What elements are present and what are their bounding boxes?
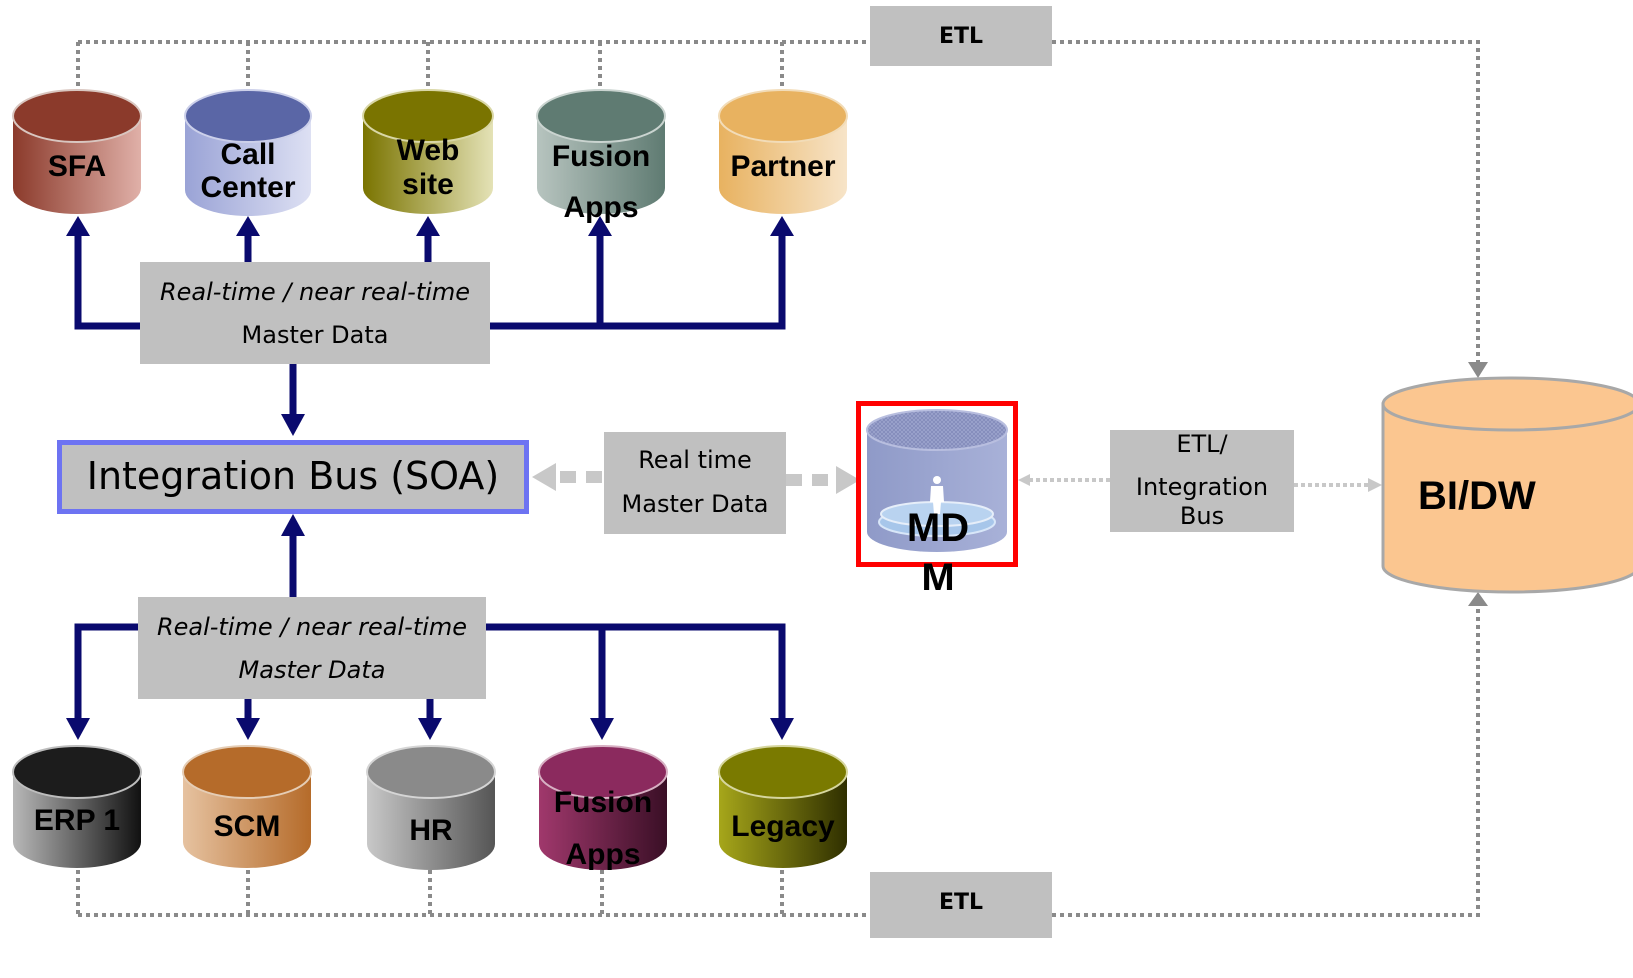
top-realtime-line2: Master Data	[241, 321, 389, 349]
realtime-dashed-arrows	[560, 471, 838, 486]
website-database: Web site	[362, 88, 494, 216]
website-label-line1: Web	[396, 134, 460, 167]
call-center-label-line2: Center	[200, 171, 296, 204]
legacy-database: Legacy	[718, 744, 848, 870]
bidw-label: BI/DW	[1418, 474, 1536, 518]
erp1-database: ERP 1	[12, 744, 142, 870]
bottom-distribution-arrows	[74, 536, 786, 720]
top-arrowheads	[66, 216, 794, 436]
top-realtime-line1: Real-time / near real-time	[159, 278, 471, 306]
integration-bus-label: Integration Bus (SOA)	[86, 454, 500, 498]
bottom-etl-dotted-line	[76, 606, 1480, 917]
bottom-etl-label: ETL	[938, 890, 984, 915]
fusion-apps-bottom-label-line1: Fusion	[553, 786, 653, 819]
partner-database: Partner	[718, 88, 848, 216]
realtime-line2: Master Data	[621, 490, 769, 518]
bottom-realtime-line1: Real-time / near real-time	[156, 613, 468, 641]
hr-label: HR	[409, 814, 453, 847]
top-etl-box: ETL	[870, 6, 1052, 66]
fusion-apps-bottom-database: Fusion Apps	[538, 744, 668, 872]
mdm-label-line2: M	[921, 556, 955, 590]
integration-bus-arrowhead	[532, 463, 556, 491]
etl-integration-bus-box: ETL/ Integration Bus	[1110, 430, 1294, 532]
sfa-label: SFA	[47, 150, 107, 183]
mdm-label-line1: MD	[906, 506, 970, 550]
bidw-database	[1381, 376, 1633, 594]
call-center-label-line1: Call	[220, 138, 276, 171]
bidw-bottom-arrowhead	[1468, 592, 1488, 606]
top-etl-dotted-line	[76, 40, 1480, 368]
website-label-line2: site	[402, 168, 454, 201]
person-icon	[930, 476, 944, 514]
etl-integration-line1: ETL/	[1176, 430, 1228, 458]
etl-integration-dotted-lines	[1022, 478, 1370, 487]
scm-label: SCM	[213, 810, 281, 843]
realtime-master-data-box: Real time Master Data	[604, 432, 786, 534]
mdm-cylinder	[866, 409, 1008, 552]
top-realtime-master-data-box: Real-time / near real-time Master Data	[140, 262, 490, 364]
etl-integration-line2: Integration	[1135, 473, 1269, 501]
call-center-database: Call Center	[184, 88, 312, 218]
erp1-label: ERP 1	[33, 804, 121, 837]
top-etl-label: ETL	[938, 24, 984, 49]
sfa-database: SFA	[12, 88, 142, 216]
top-distribution-arrows	[74, 230, 786, 418]
mdm-left-arrowhead	[836, 466, 860, 494]
realtime-line1: Real time	[638, 446, 752, 474]
fusion-apps-top-label-line1: Fusion	[551, 140, 651, 173]
fusion-apps-top-database: Fusion Apps	[536, 88, 666, 224]
partner-label: Partner	[730, 150, 836, 183]
bottom-etl-box: ETL	[870, 872, 1052, 938]
bottom-realtime-line2: Master Data	[238, 656, 386, 684]
legacy-label: Legacy	[731, 810, 835, 843]
fusion-apps-bottom-label-line2: Apps	[565, 838, 641, 871]
bottom-arrowheads	[66, 514, 794, 740]
etl-integration-line3: Bus	[1179, 502, 1225, 530]
hr-database: HR	[366, 744, 496, 872]
integration-bus-box: Integration Bus (SOA)	[57, 440, 529, 514]
fusion-apps-top-label-line2: Apps	[563, 191, 639, 224]
bidw-top-arrowhead	[1468, 362, 1488, 378]
scm-database: SCM	[182, 744, 312, 870]
bottom-realtime-master-data-box: Real-time / near real-time Master Data	[138, 597, 486, 699]
mdm-frame	[856, 401, 1018, 567]
